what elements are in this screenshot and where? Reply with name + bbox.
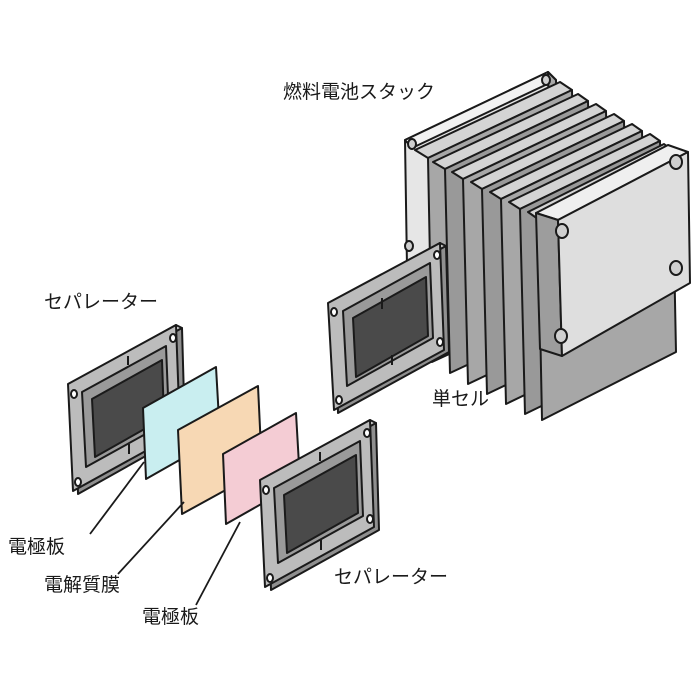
leader-line-electrolyte — [118, 502, 184, 574]
label-separator-bottom: セパレーター — [334, 568, 448, 587]
label-electrolyte-membrane: 電解質膜 — [44, 576, 120, 595]
bolt-icon — [555, 329, 567, 343]
label-single-cell: 単セル — [432, 390, 489, 409]
bolt-icon — [556, 224, 568, 238]
bolt-icon — [670, 155, 682, 169]
label-electrode-2: 電極板 — [142, 608, 199, 627]
leader-line-electrode-2 — [196, 522, 240, 605]
single-cell — [328, 243, 449, 413]
label-separator-top: セパレーター — [44, 293, 158, 312]
fuel-cell-stack — [405, 72, 690, 420]
label-fuel-cell-stack: 燃料電池スタック — [283, 83, 435, 102]
label-electrode-1: 電極板 — [8, 538, 65, 557]
bolt-icon — [670, 261, 682, 275]
